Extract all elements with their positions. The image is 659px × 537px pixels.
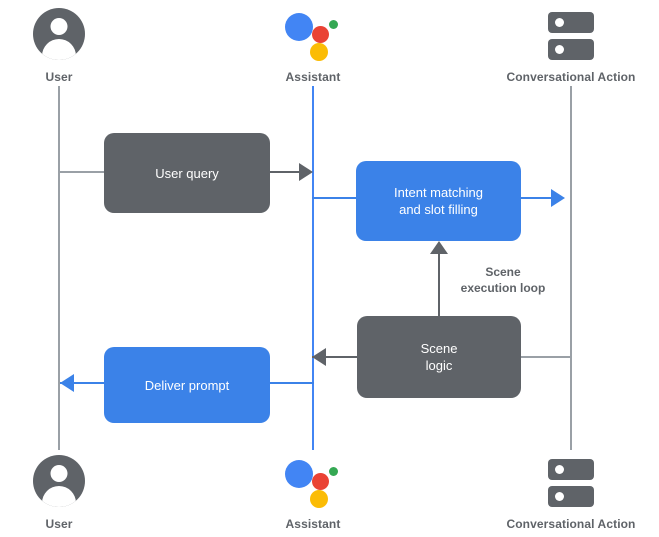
actor-label-user-top: User [45,70,73,84]
lifeline-assistant [312,86,314,450]
node-user-query: User query [104,133,270,213]
actor-top-conversational-action: Conversational Action [491,8,651,84]
assistant-dot-red [312,473,329,490]
arrowhead-user-query-to-assistant [299,163,313,181]
actor-label-assistant-bottom: Assistant [285,517,341,531]
actor-label-conversational-action-bottom: Conversational Action [506,517,636,531]
actor-label-assistant-top: Assistant [285,70,341,84]
arrowhead-deliver-prompt-to-user [60,374,74,392]
lifeline-user [58,86,60,450]
node-deliver-prompt: Deliver prompt [104,347,270,423]
server-icon [491,8,651,64]
node-scene-logic-label: Scene logic [420,341,458,373]
server-icon [491,455,651,511]
actor-bottom-user: User [0,455,139,531]
user-avatar-icon [0,455,139,511]
node-intent-matching: Intent matching and slot filling [356,161,521,241]
assistant-dot-yellow [310,43,328,61]
actor-top-assistant: Assistant [233,8,393,84]
connector-scene-logic-to-assistant [312,356,358,358]
connector-scene-logic-to-intent-matching [438,252,440,318]
connector-conversational-action-to-scene-logic [521,356,571,358]
annotation-scene-execution-loop: Scene execution loop [460,265,546,295]
node-intent-matching-label: Intent matching and slot filling [394,185,483,217]
assistant-dot-red [312,26,329,43]
actor-top-user: User [0,8,139,84]
actor-bottom-conversational-action: Conversational Action [491,455,651,531]
google-assistant-icon [233,455,393,511]
arrowhead-scene-logic-to-assistant [312,348,326,366]
connector-user-query-to-assistant [270,171,304,173]
lifeline-conversational-action [570,86,572,450]
connector-user-to-user-query [58,171,106,173]
connector-assistant-to-deliver-prompt [270,382,314,384]
arrowhead-scene-logic-to-intent-matching [430,241,448,254]
actor-label-conversational-action-top: Conversational Action [506,70,636,84]
connector-intent-matching-to-conversational-action [521,197,557,199]
node-scene-logic: Scene logic [357,316,521,398]
connector-deliver-prompt-to-user [60,382,106,384]
actor-bottom-assistant: Assistant [233,455,393,531]
connector-assistant-to-intent-matching [312,197,358,199]
assistant-dot-green [329,467,338,476]
arrowhead-intent-matching-to-conversational-action [551,189,565,207]
actor-label-user-bottom: User [45,517,73,531]
assistant-dot-blue [285,460,313,488]
user-avatar-icon [0,8,139,64]
assistant-dot-blue [285,13,313,41]
assistant-dot-yellow [310,490,328,508]
google-assistant-icon [233,8,393,64]
assistant-dot-green [329,20,338,29]
